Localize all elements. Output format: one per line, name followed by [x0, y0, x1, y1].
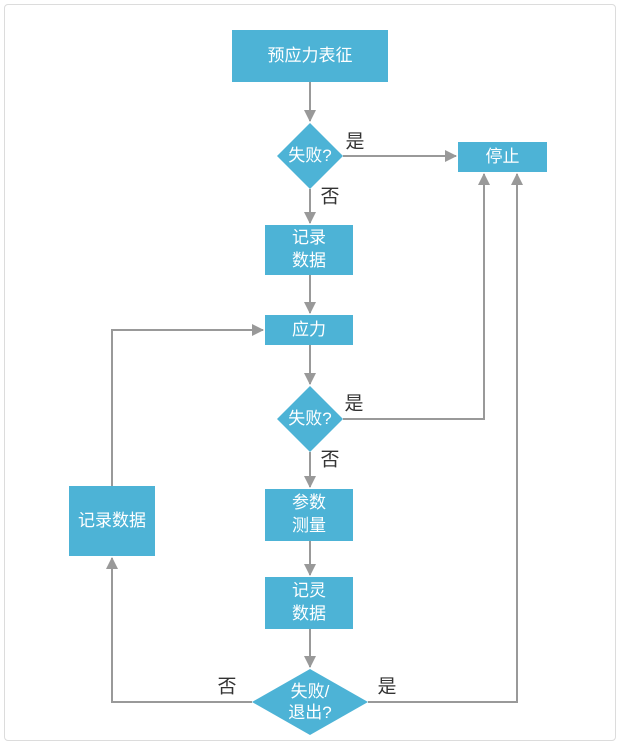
edge-recordleft-to-stress: [111, 324, 264, 486]
node-parameter-measurement: 参数 测量: [265, 489, 353, 541]
edge-label-fail2-no: 否: [320, 449, 340, 471]
node-decision-fail-2: 失败?: [277, 386, 343, 452]
node-label: 应力: [292, 319, 326, 339]
edge-label-fail-exit-yes: 是: [377, 676, 397, 698]
node-label: 失败/ 退出?: [288, 681, 332, 722]
node-stress: 应力: [265, 315, 353, 345]
edge-label-fail1-yes: 是: [345, 131, 365, 153]
node-stop: 停止: [458, 142, 547, 172]
edge-fail2-yes-to-stop: [343, 173, 490, 420]
node-label: 失败?: [288, 145, 332, 165]
node-label: 失败?: [288, 408, 332, 428]
edge-failexit-yes-to-stop: [368, 173, 523, 703]
node-label: 预应力表征: [267, 45, 353, 65]
node-decision-fail-1: 失败?: [277, 123, 343, 189]
edge-failexit-no-to-recordleft: [106, 557, 252, 703]
node-label: 参数 测量: [292, 493, 326, 535]
node-label: 停止: [485, 146, 520, 166]
node-label: 记灵 数据: [292, 581, 326, 623]
edge-label-fail-exit-no: 否: [217, 676, 237, 698]
edge-label-fail2-yes: 是: [344, 393, 364, 415]
node-decision-fail-exit: 失败/ 退出?: [252, 669, 368, 735]
node-record-data-1: 记录 数据: [265, 225, 353, 275]
node-label: 记录 数据: [292, 228, 326, 270]
node-label: 记录数据: [78, 510, 146, 530]
node-record-data-left: 记录数据: [69, 486, 155, 556]
node-record-data-2: 记灵 数据: [265, 577, 353, 629]
node-prestress-characterization: 预应力表征: [232, 30, 388, 82]
edge-label-fail1-no: 否: [320, 186, 340, 208]
